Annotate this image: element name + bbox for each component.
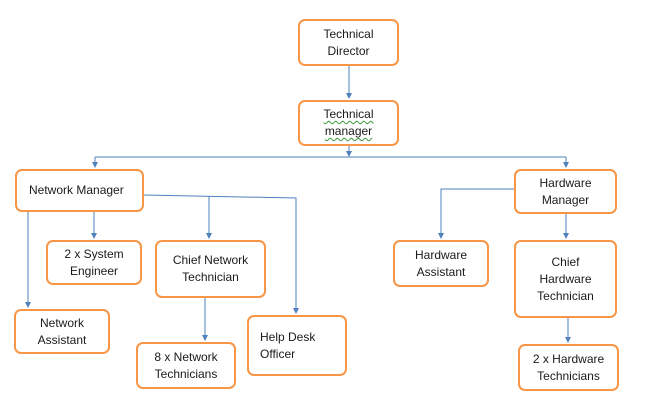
node-hardware-technicians: 2 x Hardware Technicians <box>518 344 619 391</box>
node-label: 8 x Network Technicians <box>154 349 218 381</box>
node-label: Hardware Assistant <box>414 247 468 279</box>
node-system-engineer: 2 x System Engineer <box>46 240 142 285</box>
node-label: Chief Network Technician <box>172 253 249 284</box>
node-label: Technical Director <box>323 26 374 58</box>
node-hardware-manager: Hardware Manager <box>514 169 617 214</box>
node-label: 2 x System Engineer <box>64 246 124 278</box>
connector-network-manager-bus <box>143 194 299 314</box>
node-label: Help Desk Officer <box>260 329 316 361</box>
node-network-technicians: 8 x Network Technicians <box>136 342 236 389</box>
node-label: Network Assistant <box>37 315 87 347</box>
node-technical-manager: Technical manager <box>298 100 399 146</box>
node-network-manager: Network Manager <box>15 169 144 212</box>
node-label: Chief Hardware Technician <box>537 254 594 303</box>
connector-to-hardware-assistant <box>438 188 514 239</box>
node-label: 2 x Hardware Technicians <box>532 351 605 383</box>
node-chief-network-technician: Chief Network Technician <box>155 240 266 298</box>
node-chief-hardware-technician: Chief Hardware Technician <box>514 240 617 318</box>
node-label: Network Manager <box>29 183 124 197</box>
node-technical-director: Technical Director <box>298 19 399 66</box>
node-label: Hardware Manager <box>539 175 592 207</box>
node-network-assistant: Network Assistant <box>14 309 110 354</box>
node-hardware-assistant: Hardware Assistant <box>393 240 489 287</box>
node-help-desk-officer: Help Desk Officer <box>247 315 347 376</box>
node-label: Technical manager <box>323 107 374 138</box>
